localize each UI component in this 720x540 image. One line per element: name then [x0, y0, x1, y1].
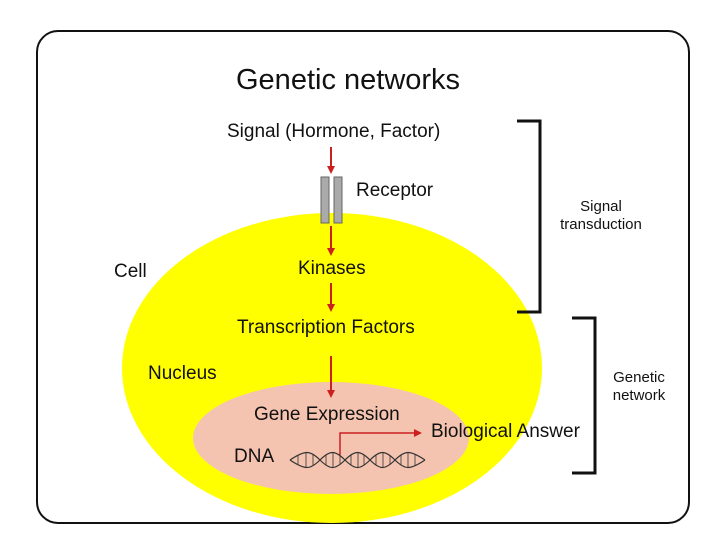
gene-expression-label: Gene Expression — [254, 404, 400, 425]
biological-answer-label: Biological Answer — [431, 421, 580, 442]
signal-transduction-line2: transduction — [560, 216, 642, 233]
nucleus-label: Nucleus — [148, 363, 217, 384]
dna-helix — [289, 451, 426, 469]
signal-transduction-label: Signal transduction — [548, 198, 654, 234]
receptor-bar-left — [320, 176, 330, 224]
genetic-network-label: Genetic network — [604, 369, 674, 405]
receptor-label: Receptor — [356, 180, 434, 201]
transcription-factors-label: Transcription Factors — [237, 317, 415, 338]
page-title: Genetic networks — [236, 64, 461, 96]
genetic-network-line1: Genetic — [613, 369, 665, 386]
genetic-network-line2: network — [612, 387, 666, 404]
kinases-label: Kinases — [298, 258, 366, 279]
slide-frame — [36, 30, 690, 524]
receptor-bar-right — [333, 176, 343, 224]
bracket-signal-transduction — [517, 119, 542, 314]
nucleus-ellipse — [193, 382, 469, 494]
signal-label: Signal (Hormone, Factor) — [227, 121, 441, 142]
signal-transduction-line1: Signal — [580, 198, 622, 215]
arrow-biological-answer — [339, 429, 422, 455]
dna-label: DNA — [234, 446, 275, 467]
cell-label: Cell — [114, 261, 147, 282]
bracket-genetic-network — [572, 316, 597, 475]
